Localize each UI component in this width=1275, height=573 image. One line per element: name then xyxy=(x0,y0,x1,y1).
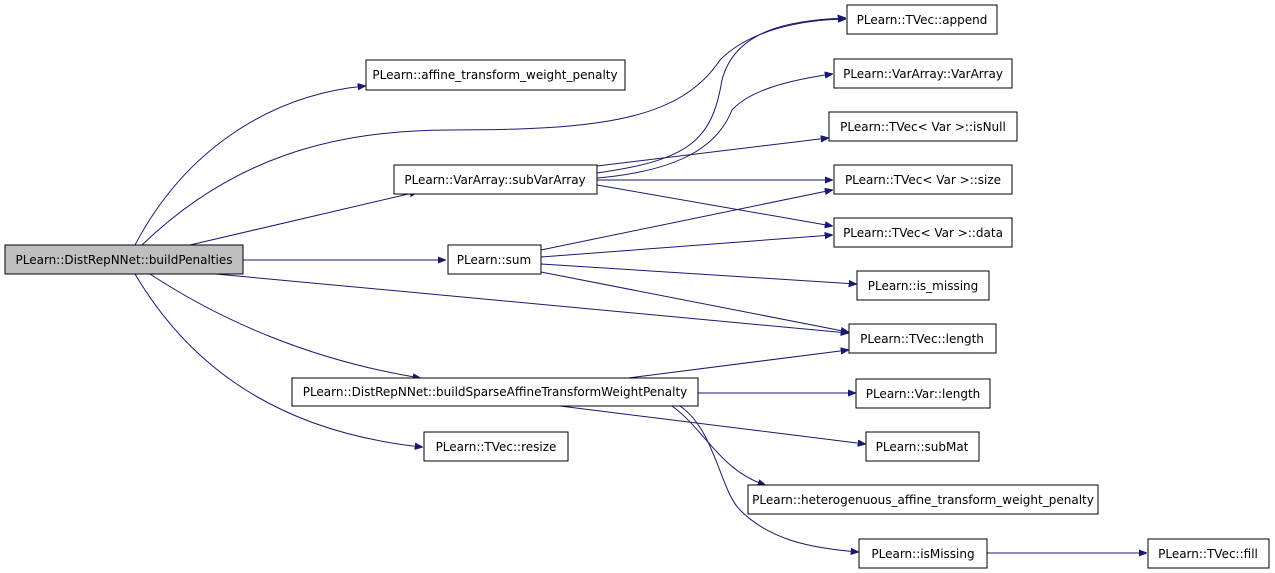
edge-root-resize xyxy=(134,273,422,447)
edge-subvar-data xyxy=(596,184,832,226)
node-hetero-label: PLearn::heterogenuous_affine_transform_w… xyxy=(752,493,1094,507)
edge-root-tlength xyxy=(204,272,848,333)
node-ismissing-label: PLearn::isMissing xyxy=(871,547,974,561)
edge-root-sparse xyxy=(149,273,420,378)
node-sparse[interactable]: PLearn::DistRepNNet::buildSparseAffineTr… xyxy=(291,377,699,407)
node-size-label: PLearn::TVec< Var >::size xyxy=(845,173,1001,187)
edge-root-subvar xyxy=(189,192,417,246)
node-ismissing[interactable]: PLearn::isMissing xyxy=(858,538,988,569)
node-resize[interactable]: PLearn::TVec::resize xyxy=(423,431,569,462)
node-submat[interactable]: PLearn::subMat xyxy=(865,431,980,462)
node-vlength-label: PLearn::Var::length xyxy=(866,387,981,401)
node-vararray[interactable]: PLearn::VarArray::VarArray xyxy=(833,58,1013,89)
edge-root-affine xyxy=(134,86,365,246)
edge-subvar-append xyxy=(596,18,845,174)
node-root-label: PLearn::DistRepNNet::buildPenalties xyxy=(16,253,233,267)
node-isnull-label: PLearn::TVec< Var >::isNull xyxy=(840,120,1006,134)
node-subvar-label: PLearn::VarArray::subVarArray xyxy=(404,173,585,187)
node-data[interactable]: PLearn::TVec< Var >::data xyxy=(833,217,1013,248)
node-data-label: PLearn::TVec< Var >::data xyxy=(843,226,1003,240)
edges xyxy=(134,18,1146,553)
node-submat-label: PLearn::subMat xyxy=(876,440,969,454)
node-resize-label: PLearn::TVec::resize xyxy=(436,440,557,454)
edge-sparse-tlength xyxy=(619,350,848,380)
node-fill-label: PLearn::TVec::fill xyxy=(1158,547,1258,561)
edge-subvar-vararray xyxy=(596,74,832,179)
node-vararray-label: PLearn::VarArray::VarArray xyxy=(843,67,1003,81)
edge-sum-tlength xyxy=(540,271,848,332)
node-isnull[interactable]: PLearn::TVec< Var >::isNull xyxy=(828,111,1018,142)
node-affine[interactable]: PLearn::affine_transform_weight_penalty xyxy=(365,59,626,91)
node-root[interactable]: PLearn::DistRepNNet::buildPenalties xyxy=(4,244,244,275)
node-affine-label: PLearn::affine_transform_weight_penalty xyxy=(372,68,617,82)
node-vlength[interactable]: PLearn::Var::length xyxy=(855,378,991,409)
edge-sparse-ismissing xyxy=(679,405,858,552)
edge-sparse-hetero xyxy=(671,405,765,485)
node-sum[interactable]: PLearn::sum xyxy=(447,244,542,275)
node-fill[interactable]: PLearn::TVec::fill xyxy=(1147,538,1270,569)
node-size[interactable]: PLearn::TVec< Var >::size xyxy=(833,164,1013,195)
node-tlength[interactable]: PLearn::TVec::length xyxy=(848,323,997,354)
edge-sum-ismissing xyxy=(540,263,856,284)
node-append-label: PLearn::TVec::append xyxy=(857,13,988,27)
node-is-missing[interactable]: PLearn::is_missing xyxy=(856,270,990,301)
node-append[interactable]: PLearn::TVec::append xyxy=(846,4,998,35)
edge-root-append xyxy=(141,19,845,246)
node-sparse-label: PLearn::DistRepNNet::buildSparseAffineTr… xyxy=(303,385,688,399)
edge-sum-data xyxy=(540,235,832,258)
node-tlength-label: PLearn::TVec::length xyxy=(860,332,984,346)
edge-sparse-submat xyxy=(559,405,865,444)
node-subvar[interactable]: PLearn::VarArray::subVarArray xyxy=(393,164,598,195)
node-sum-label: PLearn::sum xyxy=(457,253,531,267)
edge-subvar-isnull xyxy=(596,138,828,167)
node-is-missing-label: PLearn::is_missing xyxy=(868,279,979,293)
node-hetero[interactable]: PLearn::heterogenuous_affine_transform_w… xyxy=(747,484,1099,515)
edge-sum-size xyxy=(540,190,832,251)
